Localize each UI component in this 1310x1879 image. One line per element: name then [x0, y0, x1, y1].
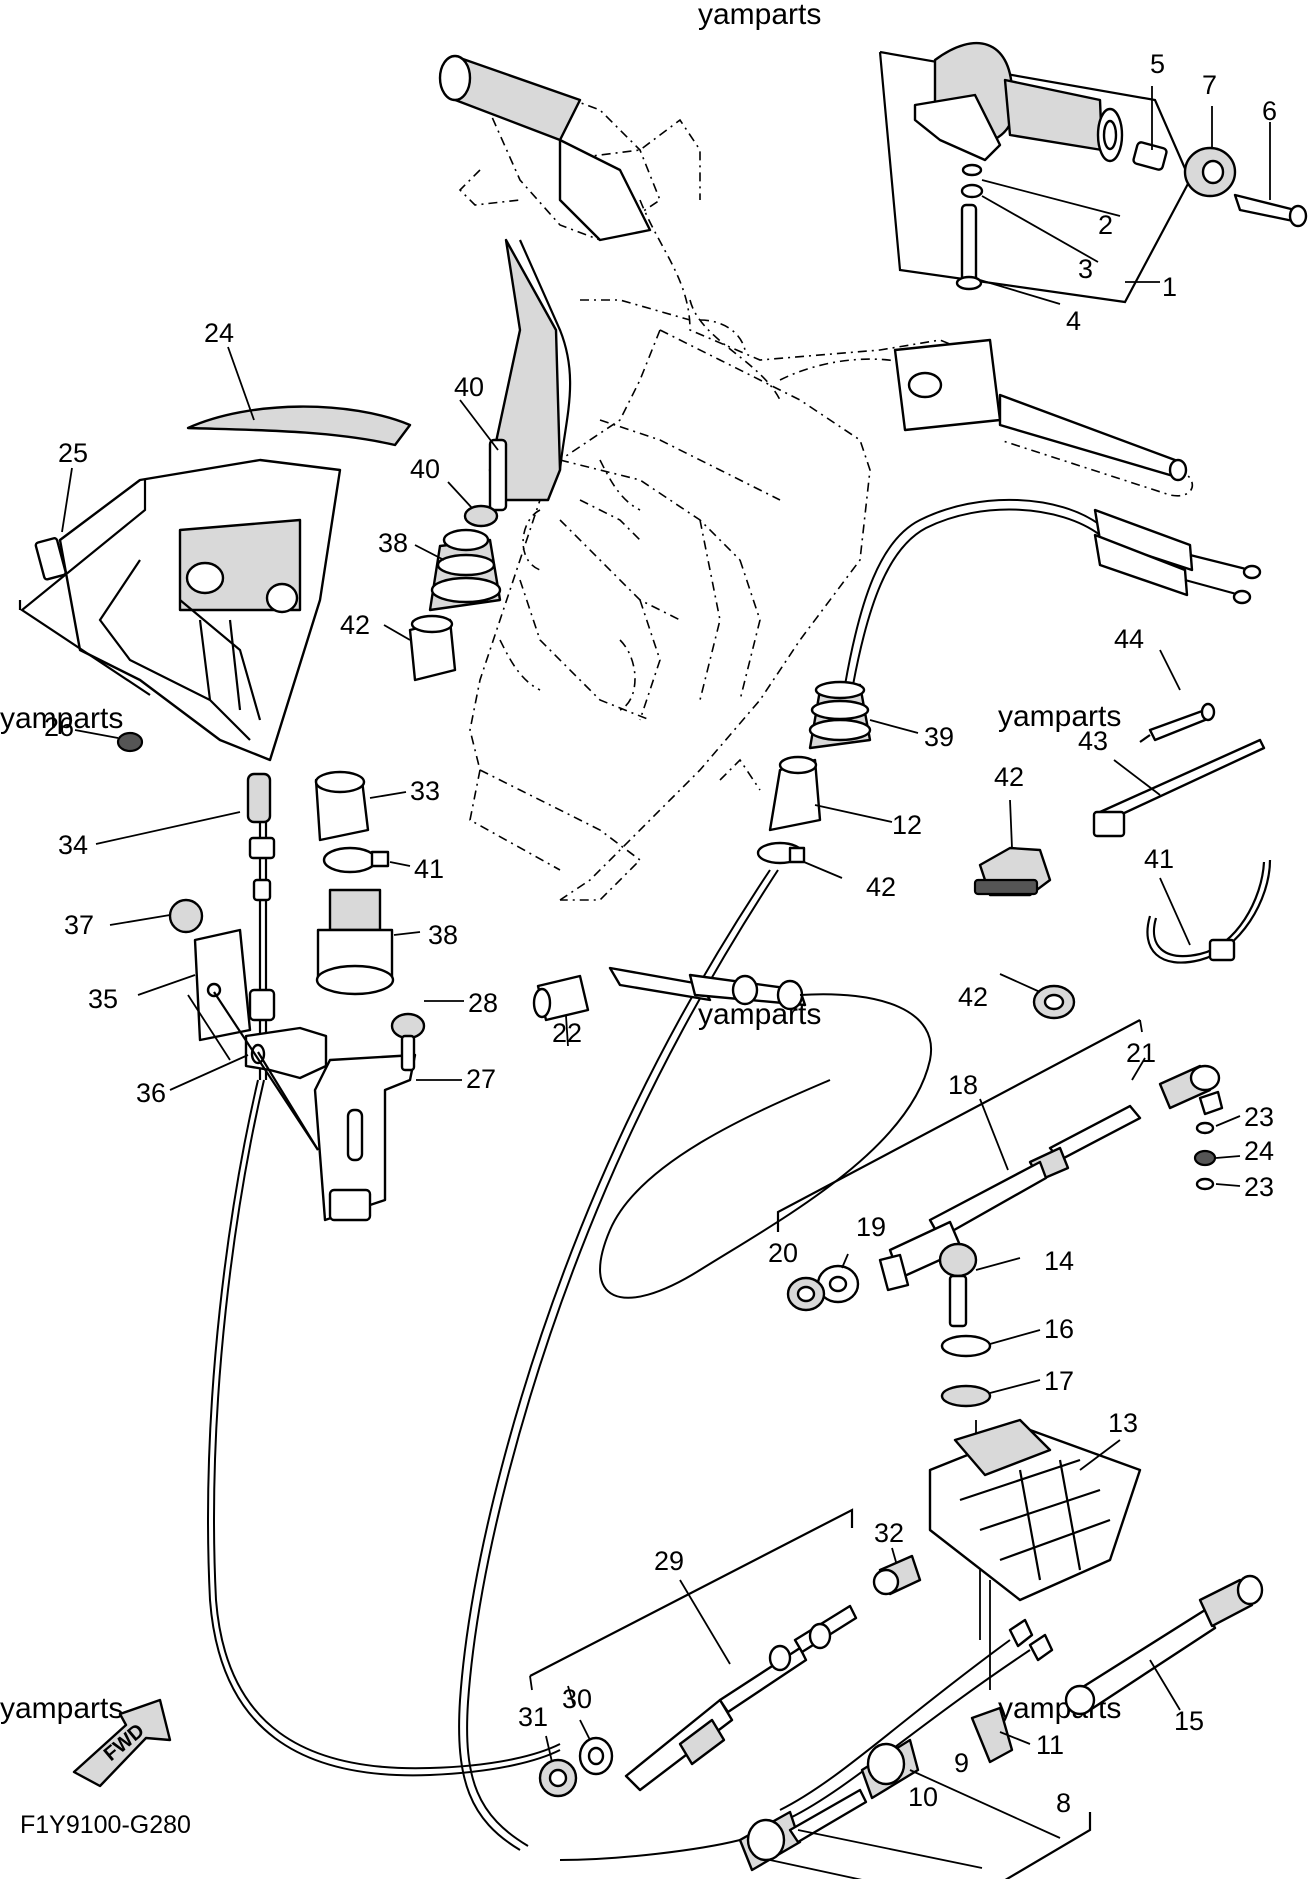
callout-42-mid: 41: [414, 854, 444, 884]
callout-16: 16: [1044, 1314, 1074, 1344]
callout-33: 32: [874, 1518, 904, 1548]
pulley-housing-parts: [928, 1242, 1142, 1690]
callout-18: 18: [948, 1070, 978, 1100]
callout-32: 31: [518, 1702, 548, 1732]
callout-1: 1: [1162, 272, 1177, 302]
callout-24: 24: [1244, 1136, 1274, 1166]
callout-14: 14: [1044, 1246, 1074, 1276]
callout-43: 41: [1144, 844, 1174, 874]
callout-3: 3: [1078, 254, 1093, 284]
callout-19: 19: [856, 1212, 886, 1242]
callout-40-left: 38: [378, 528, 408, 558]
callout-48: 44: [1114, 624, 1144, 654]
callout-12: 12: [892, 810, 922, 840]
watermark-right: yamparts: [998, 700, 1121, 733]
standalone-parts: [973, 649, 1272, 1020]
watermark-left: yamparts: [0, 702, 123, 735]
callout-38: 37: [64, 910, 94, 940]
callout-5: 5: [1150, 49, 1165, 79]
left-handlebar-grip: [438, 54, 652, 242]
callout-17: 17: [1044, 1366, 1074, 1396]
callout-20: 20: [768, 1238, 798, 1268]
callout-30: 29: [654, 1546, 684, 1576]
callout-23-bottom: 23: [1244, 1172, 1274, 1202]
callout-25: 24: [204, 318, 234, 348]
callout-15: 15: [1174, 1706, 1204, 1736]
callout-36: 35: [88, 984, 118, 1014]
center-cable-assembly: [532, 966, 1241, 1312]
watermark-bottom-left: yamparts: [0, 1692, 123, 1725]
lower-cable-30-33: [529, 1508, 922, 1798]
callout-10: 10: [908, 1782, 938, 1812]
right-handlebar-end: [893, 338, 1188, 482]
left-cover-assembly: [18, 346, 412, 762]
callout-7: 7: [1202, 70, 1217, 100]
throttle-grip-assembly: [878, 42, 1308, 305]
callout-39: 38: [428, 920, 458, 950]
callout-42-right: 42: [866, 872, 896, 902]
callout-29: 28: [468, 988, 498, 1018]
callout-6: 6: [1262, 96, 1277, 126]
right-cable-section: [458, 498, 1262, 1851]
callout-44: 42: [340, 610, 370, 640]
callout-35: 34: [58, 830, 88, 860]
steering-column-outline: [469, 329, 871, 901]
callout-13: 13: [1108, 1408, 1138, 1438]
callout-23-top: 23: [1244, 1102, 1274, 1132]
callout-46: 42: [994, 762, 1024, 792]
lower-cable-assembly: [559, 1574, 1264, 1879]
callout-22: 22: [552, 1018, 582, 1048]
callout-numbers: 5 7 6 2 3 1 4 24 40 25 40 38 42 44 26 43…: [44, 49, 1277, 1818]
callout-27: 26: [44, 712, 74, 742]
main-loop-cable: [207, 1079, 561, 1777]
callout-26: 25: [58, 438, 88, 468]
callout-8: 8: [1056, 1788, 1071, 1818]
callout-21: 21: [1126, 1038, 1156, 1068]
callout-41: 40: [454, 372, 484, 402]
left-cable-bracket: [95, 770, 464, 1222]
callout-34: 33: [410, 776, 440, 806]
callout-4: 4: [1066, 306, 1081, 336]
callout-40-right: 39: [924, 722, 954, 752]
callout-11: 11: [1036, 1730, 1064, 1760]
callout-2: 2: [1098, 210, 1113, 240]
callout-28: 27: [466, 1064, 496, 1094]
callout-47: 43: [1078, 726, 1108, 756]
callout-31: 30: [562, 1684, 592, 1714]
callout-45: 42: [958, 982, 988, 1012]
diagram-code: F1Y9100-G280: [20, 1811, 191, 1839]
callout-42-top: 40: [410, 454, 440, 484]
upper-boot-parts: [383, 238, 572, 682]
watermark-top: yamparts: [698, 0, 821, 31]
callout-9: 9: [954, 1748, 969, 1778]
callout-37: 36: [136, 1078, 166, 1108]
